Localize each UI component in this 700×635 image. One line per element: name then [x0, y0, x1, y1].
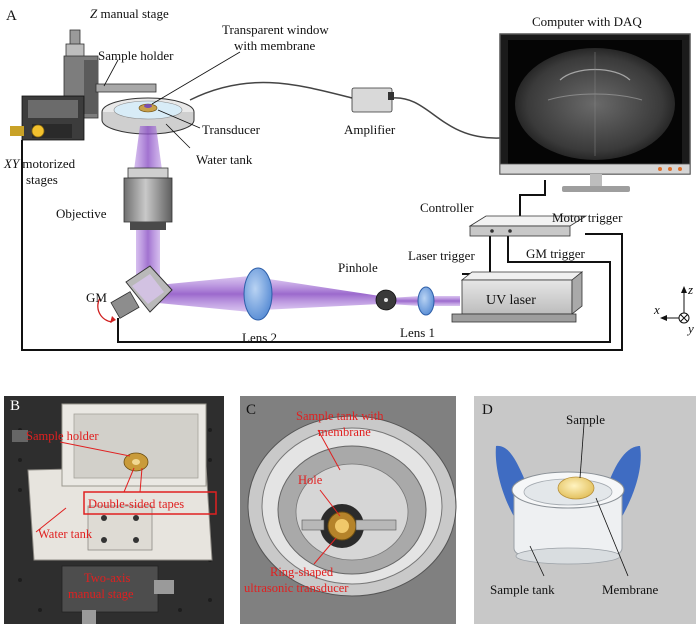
- label-transducer: Transducer: [202, 122, 261, 137]
- panel-d: D Sample Sample tank Membrane: [474, 396, 696, 624]
- label-gm: GM: [86, 290, 107, 305]
- c-label-ring-line1: Ring-shaped: [270, 565, 334, 579]
- beam-focus: [134, 126, 162, 170]
- panel-c-letter: C: [246, 402, 256, 418]
- axis-triad: [660, 286, 690, 324]
- gm-trigger-wire: [117, 232, 611, 343]
- lens-2: [243, 267, 273, 321]
- label-window-line2: with membrane: [234, 38, 315, 53]
- controller-computer-wire: [519, 180, 546, 218]
- motor-wire: [21, 140, 623, 351]
- pinhole: [375, 289, 397, 311]
- beam-lens2-pinhole: [262, 278, 380, 310]
- label-xy-stage: XY motorized: [3, 156, 76, 171]
- label-lens-1: Lens 1: [400, 325, 435, 340]
- axis-y-label: y: [686, 321, 694, 336]
- label-z-stage: Z manual stage: [90, 6, 169, 21]
- label-lens-2: Lens 2: [242, 330, 277, 345]
- label-window-line1: Transparent window: [222, 22, 329, 37]
- label-controller: Controller: [420, 200, 474, 215]
- label-amplifier: Amplifier: [344, 122, 396, 137]
- d-label-sample: Sample: [566, 412, 605, 427]
- xy-motorized-stage: [10, 95, 85, 141]
- c-label-hole: Hole: [298, 473, 323, 487]
- label-laser-trigger: Laser trigger: [408, 248, 475, 263]
- label-stages: stages: [26, 172, 58, 187]
- b-label-tapes: Double-sided tapes: [88, 497, 184, 511]
- c-label-tank-line1: Sample tank with: [296, 409, 384, 423]
- two-axis-stage-photo: [61, 565, 159, 613]
- gm-mirror: [97, 265, 173, 323]
- label-sample-holder: Sample holder: [98, 48, 174, 63]
- d-label-membrane: Membrane: [602, 582, 659, 597]
- panel-a-letter: A: [6, 8, 17, 24]
- c-label-tank-line2: membrane: [318, 425, 371, 439]
- label-pinhole: Pinhole: [338, 260, 378, 275]
- b-label-stage-line1: Two-axis: [84, 571, 130, 585]
- panel-c: C Sample tank with membrane Hole Ring-sh…: [240, 396, 457, 624]
- panel-b-letter: B: [10, 398, 20, 414]
- gm-rotation-arrow: [97, 297, 113, 323]
- d-label-sample-tank: Sample tank: [490, 582, 555, 597]
- tapes-highlight-box: [83, 491, 217, 515]
- label-objective: Objective: [56, 206, 107, 221]
- controller: [468, 215, 588, 237]
- panel-b: B Sample holder Double-sided tapes Water…: [4, 396, 224, 624]
- amplifier: [351, 87, 394, 113]
- label-gm-trigger: GM trigger: [526, 246, 586, 261]
- uv-laser: [451, 271, 584, 323]
- axis-z-label: z: [687, 282, 693, 297]
- amplifier-cable: [391, 97, 501, 139]
- label-water-tank: Water tank: [196, 152, 253, 167]
- beam-gm-lens2: [148, 276, 250, 312]
- label-uv-laser: UV laser: [486, 293, 536, 308]
- b-label-water-tank: Water tank: [38, 527, 93, 541]
- axis-x-label: x: [653, 302, 660, 317]
- b-label-sample-holder: Sample holder: [26, 429, 99, 443]
- sample-photo: [557, 476, 595, 500]
- beam-lens1-laser: [432, 296, 460, 306]
- leader-lines-a: [103, 51, 241, 149]
- label-motor-trigger: Motor trigger: [552, 210, 623, 225]
- label-computer: Computer with DAQ: [532, 14, 642, 29]
- transducer-cable: [189, 81, 353, 101]
- computer-monitor: [499, 33, 691, 192]
- beam-pinhole-lens1: [390, 296, 420, 306]
- b-label-stage-line2: manual stage: [68, 587, 134, 601]
- objective-lens: [123, 167, 173, 230]
- c-label-ring-line2: ultrasonic transducer: [244, 581, 349, 595]
- motor-knob-icon: [31, 124, 45, 138]
- lens-1: [417, 286, 435, 316]
- panel-d-letter: D: [482, 402, 493, 418]
- panel-a: A: [3, 6, 694, 351]
- water-tank-assembly: [101, 97, 195, 135]
